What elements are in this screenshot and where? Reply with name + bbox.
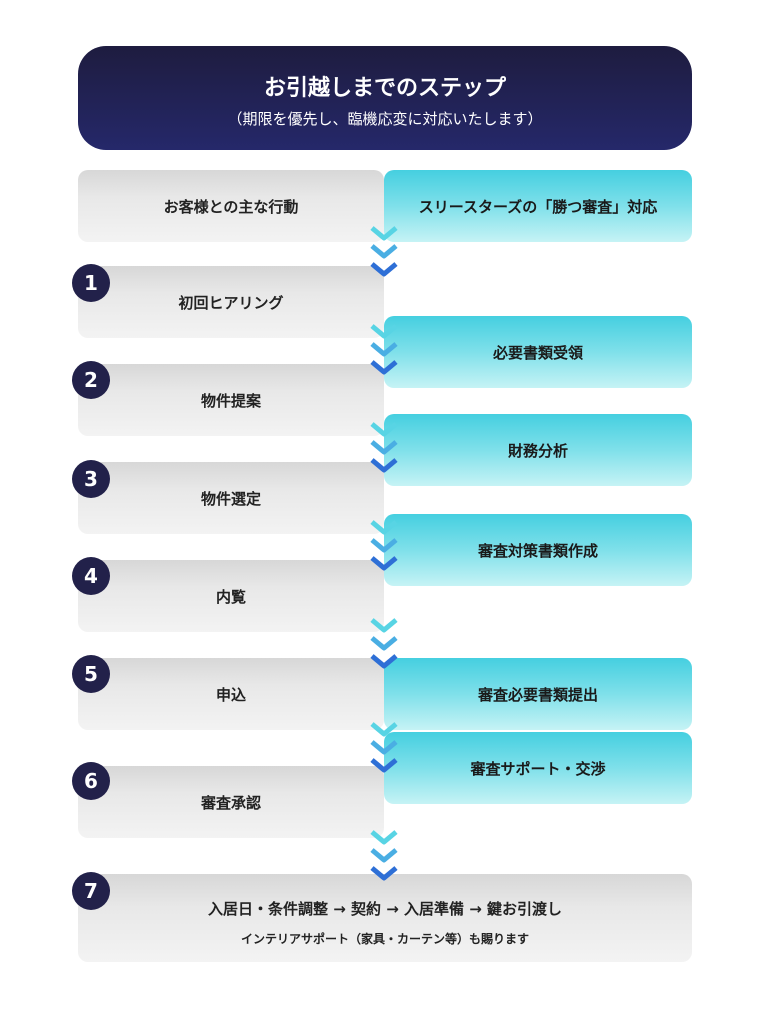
step-number-badge-3: 3 [72,460,110,498]
step-number-badge-6: 6 [72,762,110,800]
chevron-down-icon-group-3 [370,422,398,473]
step-box-3: 物件選定 [78,462,384,534]
chevron-down-icon-group-1 [370,226,398,277]
step-box-2: 物件提案 [78,364,384,436]
support-label-2: 財務分析 [507,441,568,460]
step-number-4: 4 [84,564,98,588]
support-box-3: 審査対策書類作成 [384,514,692,586]
support-label-5: 審査サポート・交渉 [470,759,606,778]
step-number-5: 5 [84,662,98,686]
step-box-7: 入居日・条件調整 → 契約 → 入居準備 → 鍵お引渡し インテリアサポート（家… [78,874,692,962]
chevron-down-icon-group-2 [370,324,398,375]
support-label-1: 必要書類受領 [492,343,583,362]
support-label-3: 審査対策書類作成 [477,541,598,560]
step-number-badge-1: 1 [72,264,110,302]
support-box-4: 審査必要書類提出 [384,658,692,730]
column-header-customer-label: お客様との主な行動 [163,197,299,216]
step-box-6: 審査承認 [78,766,384,838]
step-sub-label-7: インテリアサポート（家具・カーテン等）も賜ります [240,932,529,946]
step-number-badge-4: 4 [72,557,110,595]
column-header-company: スリースターズの「勝つ審査」対応 [384,170,692,242]
support-box-1: 必要書類受領 [384,316,692,388]
step-number-1: 1 [84,271,98,295]
step-label-6: 審査承認 [200,793,261,812]
step-number-badge-5: 5 [72,655,110,693]
column-header-company-label: スリースターズの「勝つ審査」対応 [418,197,658,216]
step-box-4: 内覧 [78,560,384,632]
chevron-down-icon-group-5 [370,618,398,669]
step-number-2: 2 [84,368,98,392]
step-label-2: 物件提案 [200,391,261,410]
step-label-4: 内覧 [215,587,246,606]
chevron-down-icon-group-7 [370,830,398,881]
step-label-5: 申込 [215,685,246,704]
step-label-7: 入居日・条件調整 → 契約 → 入居準備 → 鍵お引渡し [207,900,563,918]
step-label-1: 初回ヒアリング [178,293,284,312]
support-label-4: 審査必要書類提出 [477,685,598,704]
step-label-3: 物件選定 [200,489,261,508]
page-title: お引越しまでのステップ [263,76,506,101]
step-number-7: 7 [84,879,98,903]
support-box-5: 審査サポート・交渉 [384,732,692,804]
support-box-2: 財務分析 [384,414,692,486]
chevron-down-icon-group-4 [370,520,398,571]
step-number-6: 6 [84,769,98,793]
column-header-customer: お客様との主な行動 [78,170,384,242]
step-box-1: 初回ヒアリング [78,266,384,338]
header-banner: お引越しまでのステップ （期限を優先し、臨機応変に対応いたします） [78,46,692,150]
step-number-badge-7: 7 [72,872,110,910]
page-subtitle: （期限を優先し、臨機応変に対応いたします） [227,110,543,128]
step-number-3: 3 [84,467,98,491]
step-box-5: 申込 [78,658,384,730]
step-number-badge-2: 2 [72,361,110,399]
chevron-down-icon-group-6 [370,722,398,773]
